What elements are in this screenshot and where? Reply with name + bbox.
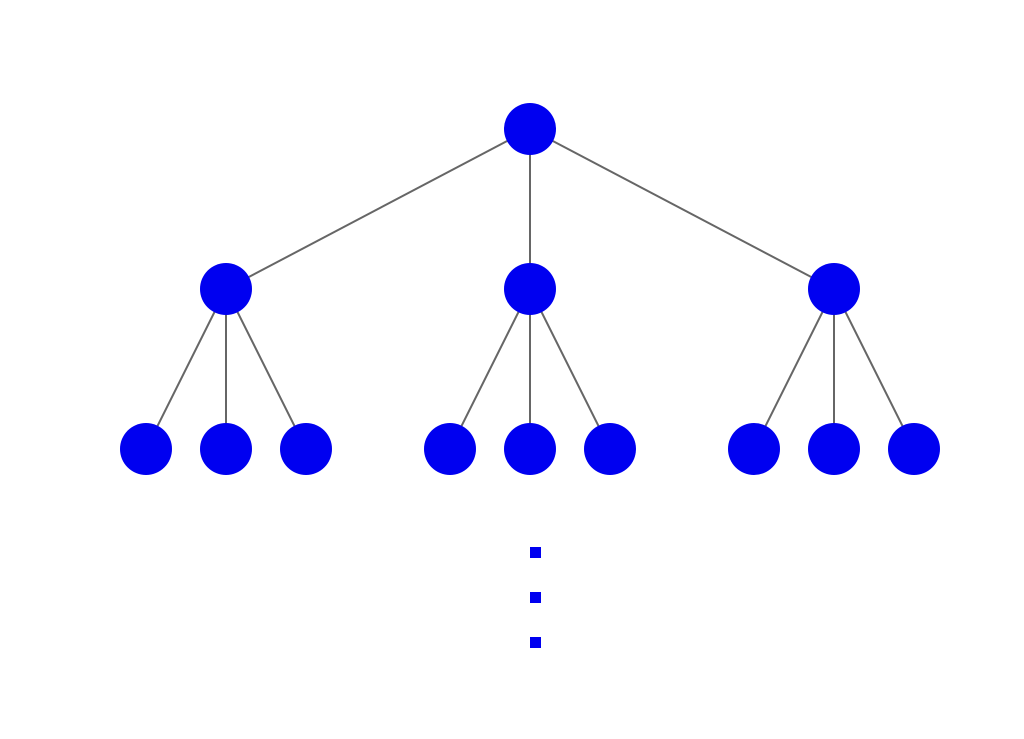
- edge-c3-c3-1: [753, 288, 835, 450]
- tree-node-c2-3: [584, 423, 636, 475]
- ellipsis-dot-2: [530, 592, 541, 603]
- tree-node-c2-2: [504, 423, 556, 475]
- tree-node-c3-2: [808, 423, 860, 475]
- continuation-ellipsis: [530, 547, 541, 648]
- tree-node-root: [504, 103, 556, 155]
- tree-node-c3-1: [728, 423, 780, 475]
- edge-c2-c2-3: [529, 288, 611, 450]
- tree-node-c1-1: [120, 423, 172, 475]
- edge-root-c1: [225, 128, 531, 290]
- edge-c1-c1-1: [145, 288, 227, 450]
- nodes-layer: [120, 103, 940, 475]
- edge-c2-c2-1: [449, 288, 531, 450]
- tree-node-c1: [200, 263, 252, 315]
- tree-node-c2-1: [424, 423, 476, 475]
- edge-c1-c1-3: [225, 288, 307, 450]
- edge-root-c3: [529, 128, 835, 290]
- ellipsis-dot-3: [530, 637, 541, 648]
- tree-node-c1-3: [280, 423, 332, 475]
- tree-node-c3-3: [888, 423, 940, 475]
- tree-node-c2: [504, 263, 556, 315]
- ellipsis-dot-1: [530, 547, 541, 558]
- edge-c3-c3-3: [833, 288, 915, 450]
- tree-node-c3: [808, 263, 860, 315]
- tree-node-c1-2: [200, 423, 252, 475]
- edges-layer: [145, 128, 915, 450]
